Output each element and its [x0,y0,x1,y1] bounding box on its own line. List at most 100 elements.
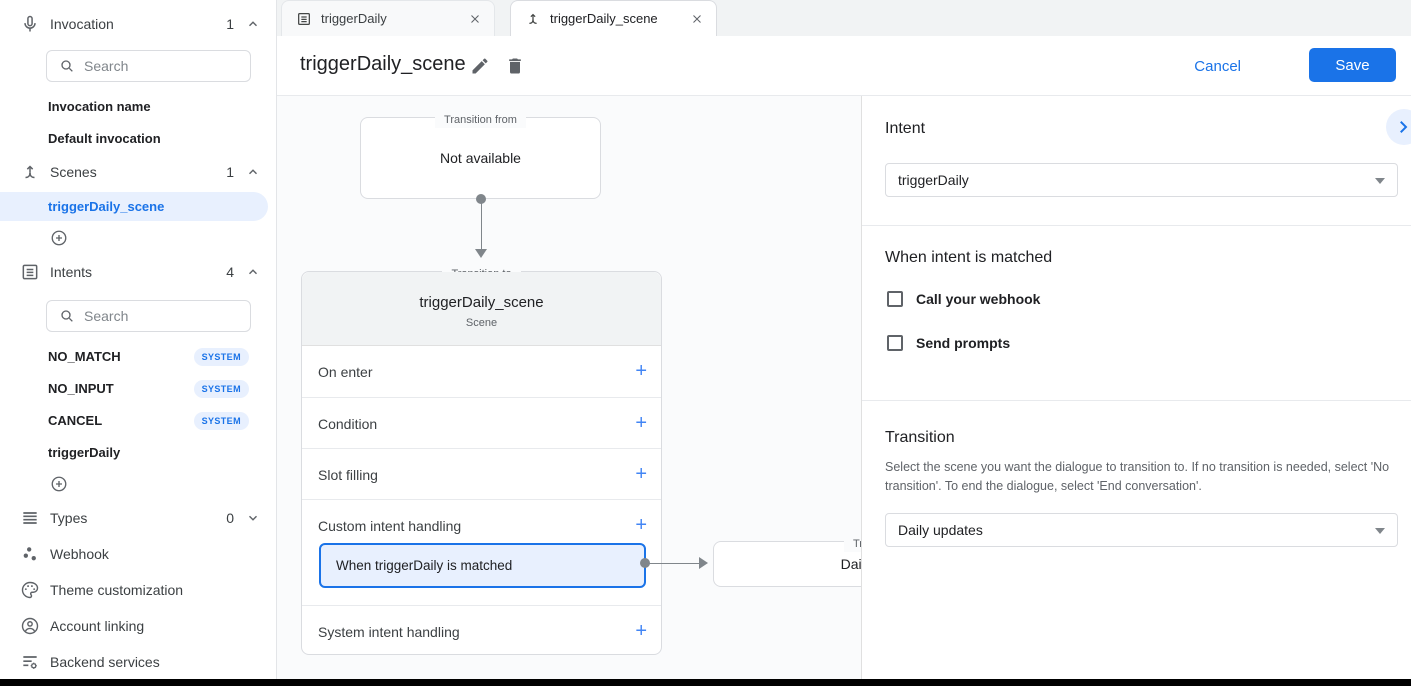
chevron-down-icon[interactable] [246,511,260,525]
item-label: Webhook [50,546,109,562]
section-label: Intents [50,264,93,280]
backend-services-icon [20,652,40,672]
section-count: 4 [226,264,234,280]
scene-row-condition: Condition + [302,397,661,448]
checkbox-unchecked[interactable] [887,291,903,307]
add-intent-icon[interactable] [50,475,68,493]
transition-description: Select the scene you want the dialogue t… [885,460,1390,494]
scene-row-on-enter: On enter + [302,346,661,397]
section-label: Invocation [50,16,114,32]
add-custom-intent-button[interactable]: + [635,514,647,536]
transition-from-node: Transition from Not available [360,112,601,199]
intents-search[interactable] [46,300,251,332]
scene-row-custom-intent-handling: Custom intent handling + When triggerDai… [302,499,661,605]
save-button[interactable]: Save [1309,48,1396,82]
scene-row-system-intent-handling: System intent handling + [302,605,661,656]
sidebar-section-intents[interactable]: Intents 4 [0,258,276,286]
add-slot-filling-button[interactable]: + [635,463,647,485]
connector-dot [640,558,650,568]
sidebar-section-invocation[interactable]: Invocation 1 [0,10,276,38]
invocation-search[interactable] [46,50,251,82]
intent-doc-icon [296,11,312,27]
tab-strip: triggerDaily triggerDaily_scene [277,0,1411,36]
sidebar: Invocation 1 Invocation name Default inv… [0,0,277,679]
scene-card-title: triggerDaily_scene [419,294,544,311]
send-prompts-option[interactable]: Send prompts [887,335,1010,351]
account-circle-icon [20,616,40,636]
window-bottom-edge [0,679,1411,686]
intent-dropdown[interactable]: triggerDaily [885,163,1398,197]
cancel-button[interactable]: Cancel [1184,52,1251,81]
target-node-text: Daily updates [840,556,861,572]
item-label: Backend services [50,654,160,670]
intents-list-icon [20,262,40,282]
row-label: On enter [318,364,373,380]
tab-triggerdaily-scene[interactable]: triggerDaily_scene [510,0,717,36]
row-label: Slot filling [318,467,378,483]
checkbox-unchecked[interactable] [887,335,903,351]
target-node-legend: Transition to [843,536,861,552]
delete-trash-icon[interactable] [505,56,525,76]
connector-arrowhead [699,557,708,569]
section-count: 1 [226,16,234,32]
system-badge: SYSTEM [193,348,249,366]
section-label: Types [50,510,88,526]
transition-section-title: Transition [885,429,955,446]
sidebar-item-webhook[interactable]: Webhook [0,540,276,568]
caret-down-icon [1375,528,1385,534]
sidebar-item-triggerdaily-scene[interactable]: triggerDaily_scene [0,192,268,221]
close-icon[interactable] [690,12,704,26]
types-lines-icon [20,508,40,528]
row-label: Condition [318,416,378,432]
sidebar-item-cancel[interactable]: CANCEL [48,413,103,428]
sidebar-item-invocation-name[interactable]: Invocation name [48,99,151,114]
sidebar-item-account-linking[interactable]: Account linking [0,612,276,640]
sidebar-section-types[interactable]: Types 0 [0,504,276,532]
call-webhook-option[interactable]: Call your webhook [887,291,1040,307]
sidebar-item-no-input[interactable]: NO_INPUT [48,381,114,396]
scene-diagram-canvas[interactable]: Transition from Not available Transition… [277,96,861,679]
sidebar-item-backend-services[interactable]: Backend services [0,648,276,676]
close-icon[interactable] [468,12,482,26]
system-badge: SYSTEM [193,380,249,398]
edit-pencil-icon[interactable] [470,56,490,76]
chevron-up-icon[interactable] [246,265,260,279]
checkbox-label: Send prompts [916,335,1011,351]
add-on-enter-button[interactable]: + [635,360,647,382]
chevron-up-icon[interactable] [246,165,260,179]
divider [862,400,1411,401]
intent-section-title: Intent [885,120,926,137]
transition-from-legend: Transition from [435,112,526,128]
intents-search-input[interactable] [84,308,234,324]
transition-dropdown[interactable]: Daily updates [885,513,1398,547]
scene-card-header: triggerDaily_scene Scene [302,272,661,346]
selected-intent-handler[interactable]: When triggerDaily is matched [319,543,646,588]
intent-dropdown-value: triggerDaily [898,172,969,188]
tab-triggerdaily[interactable]: triggerDaily [281,0,495,36]
divider [862,225,1411,226]
tab-label: triggerDaily [321,11,387,26]
add-condition-button[interactable]: + [635,412,647,434]
connector-line [480,200,482,250]
checkbox-label: Call your webhook [916,291,1041,307]
sidebar-item-theme-customization[interactable]: Theme customization [0,576,276,604]
section-count: 1 [226,164,234,180]
collapse-panel-button[interactable] [1386,109,1411,145]
webhook-icon [20,544,40,564]
row-label: Custom intent handling [318,518,462,534]
connector-dot [476,194,486,204]
sidebar-item-default-invocation[interactable]: Default invocation [48,131,161,146]
editor-header: triggerDaily_scene Cancel Save [277,36,1411,96]
sidebar-item-triggerdaily-intent[interactable]: triggerDaily [48,445,121,460]
connector-arrowhead [475,249,487,258]
chevron-up-icon[interactable] [246,17,260,31]
tab-label: triggerDaily_scene [550,11,658,26]
scene-card-subtitle: Scene [465,317,498,329]
palette-icon [20,580,40,600]
sidebar-item-no-match[interactable]: NO_MATCH [48,349,121,364]
add-scene-icon[interactable] [50,229,68,247]
sidebar-section-scenes[interactable]: Scenes 1 [0,158,276,186]
transition-from-text: Not available [440,150,521,166]
add-system-intent-button[interactable]: + [635,620,647,642]
invocation-search-input[interactable] [84,58,234,74]
